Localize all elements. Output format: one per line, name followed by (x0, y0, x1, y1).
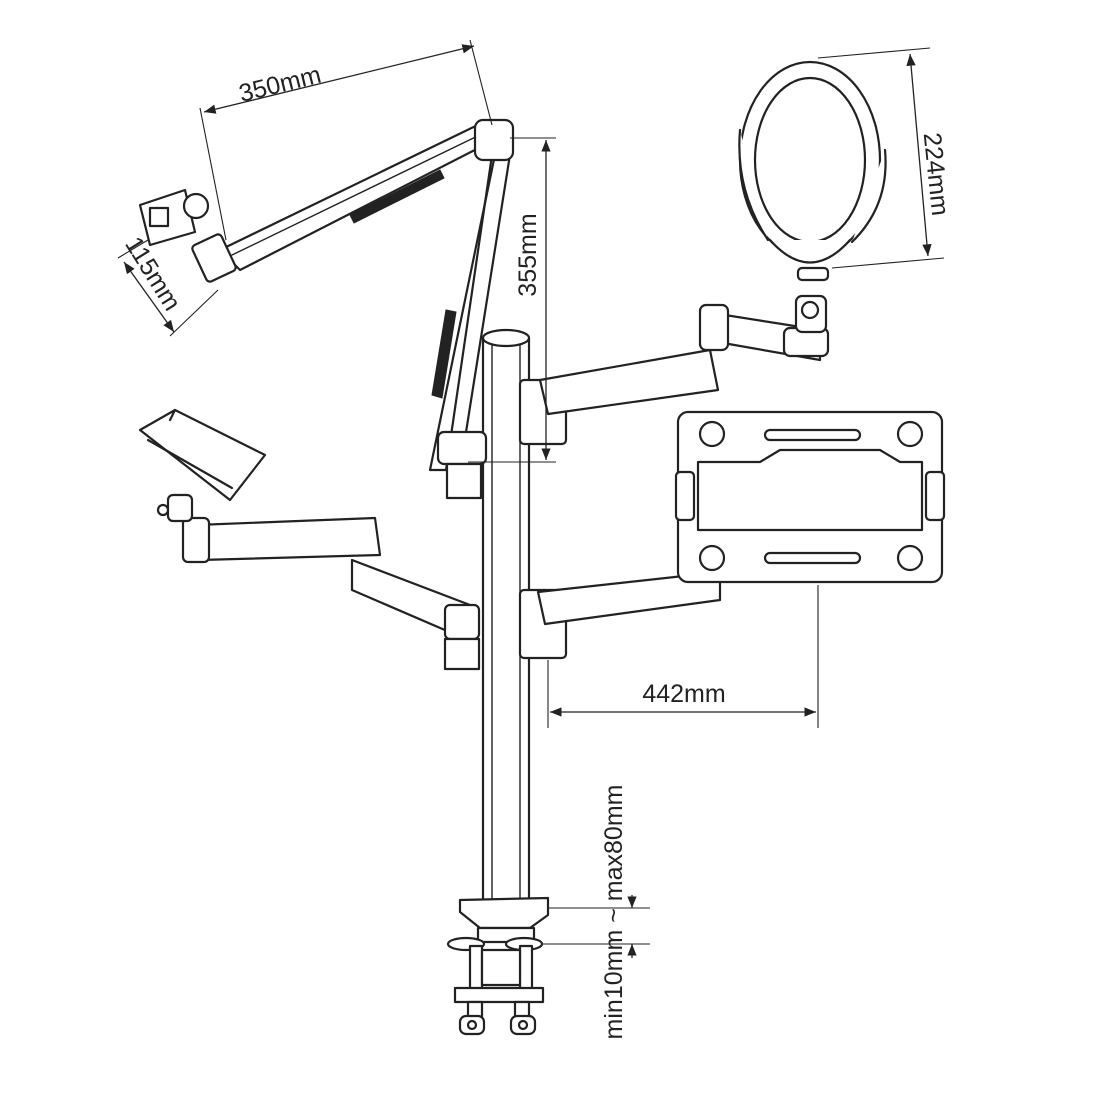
dim-label-442: 442mm (642, 680, 725, 708)
tablet-arm (138, 408, 481, 671)
ring-light-arm (518, 60, 887, 446)
desk-clamp (446, 896, 550, 1036)
dim-clamp-range: min10mm ~ max80mm (542, 785, 650, 1040)
dim-label-350: 350mm (236, 61, 324, 108)
dim-label-355: 355mm (514, 213, 542, 296)
laptop-arm (518, 410, 946, 660)
dim-label-clamp: min10mm ~ max80mm (600, 785, 628, 1040)
dim-laptop-reach: 442mm (547, 585, 819, 728)
dim-boom-height: 355mm (468, 137, 556, 463)
boom-arm (138, 118, 515, 500)
